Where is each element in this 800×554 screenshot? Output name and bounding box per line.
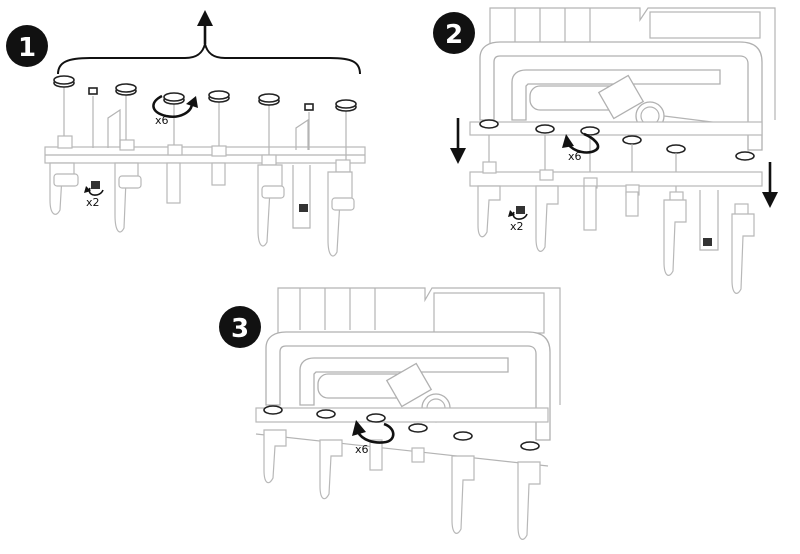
step-1-count-x6: x6: [155, 114, 169, 127]
step-2-count-x6: x6: [568, 150, 582, 163]
step-2-tighten-rotation-arrow: x6: [562, 132, 600, 163]
step-1-count-x2: x2: [86, 196, 100, 209]
unscrew-rotation-arrow: x6: [152, 94, 198, 127]
step-2-lower-fittings: [482, 161, 749, 217]
step-3-number: 3: [231, 314, 249, 344]
step-2-lower-bar: [469, 171, 763, 187]
step-3-count-x6: x6: [355, 443, 369, 456]
step-1-number: 1: [18, 33, 36, 63]
step-2-badge: 2: [433, 12, 475, 54]
step-3-valves: [263, 429, 541, 540]
nuts-lifted: [53, 75, 357, 160]
step-2-valves: [477, 185, 755, 294]
step-3-tighten-rotation-arrow: x6: [352, 420, 395, 456]
step-2-count-x2: x2: [510, 220, 524, 233]
step-2-number: 2: [445, 20, 463, 50]
step-1-badge: 1: [6, 25, 48, 67]
lift-up-arrowhead: [197, 10, 213, 26]
step-3-badge: 3: [219, 306, 261, 348]
step-2-upper-bar: [469, 121, 763, 136]
step-1-small-nuts: x2: [84, 181, 308, 212]
step-3-nuts: [263, 405, 540, 451]
step-2-lower-arrows: [450, 118, 778, 208]
step-2-panel: 2: [433, 7, 778, 294]
step-2-upper-nuts: [479, 119, 755, 161]
step-2-small-nuts: x2: [508, 206, 712, 246]
fittings-row: [57, 135, 351, 173]
step-2-pipework: [479, 41, 763, 151]
step-1-panel: 1: [6, 10, 366, 257]
valves-row: [49, 162, 355, 257]
boiler-casing: [489, 7, 776, 125]
step-3-boiler-casing: [277, 287, 561, 408]
grouping-brace: [57, 43, 361, 75]
step-3-panel: 3: [219, 287, 561, 540]
step-3-pipework: [265, 331, 551, 441]
step-3-manifold-bar: [255, 407, 549, 423]
